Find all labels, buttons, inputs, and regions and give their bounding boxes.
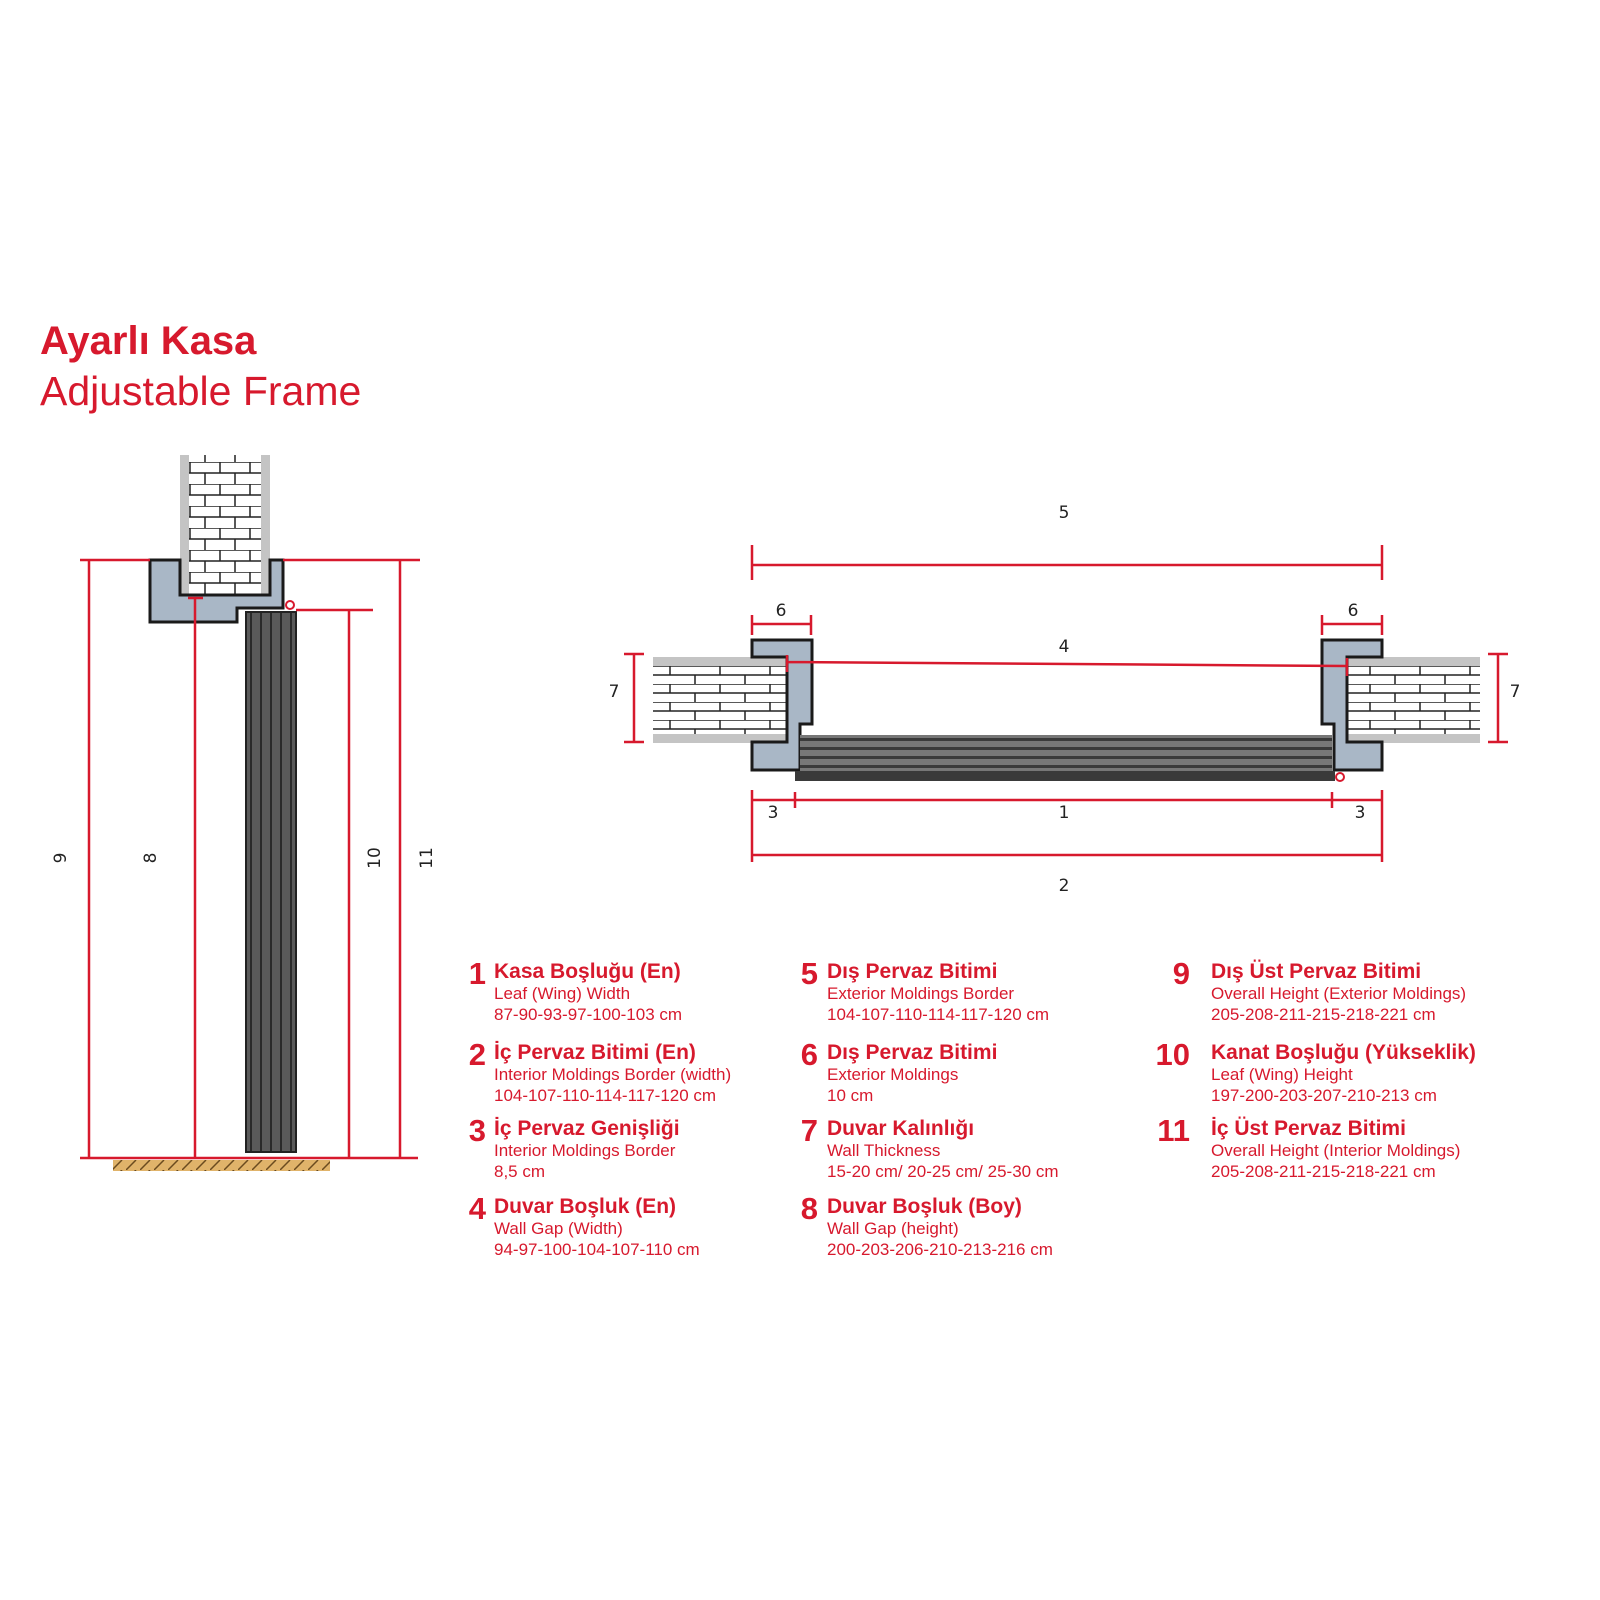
legend-number: 7 <box>801 1113 818 1148</box>
dim-label-4: 4 <box>1059 637 1070 657</box>
side-section-view: 9 8 10 11 <box>51 455 437 1171</box>
legend-value: 10 cm <box>827 1086 873 1105</box>
legend-number: 11 <box>1157 1113 1190 1148</box>
legend-number: 9 <box>1173 956 1190 991</box>
legend-number: 3 <box>469 1113 486 1148</box>
legend-value: 205-208-211-215-218-221 cm <box>1211 1005 1436 1024</box>
legend-english: Exterior Moldings <box>827 1065 958 1084</box>
floor <box>113 1160 330 1171</box>
legend-number: 4 <box>469 1191 487 1226</box>
frame-right <box>1320 638 1384 772</box>
frame-left <box>750 638 814 772</box>
dim-label-3-left: 3 <box>768 803 779 823</box>
legend-title: Kasa Boşluğu (En) <box>494 960 681 983</box>
legend-title: İç Pervaz Genişliği <box>494 1117 680 1140</box>
legend-english: Interior Moldings Border (width) <box>494 1065 731 1084</box>
legend-english: Wall Thickness <box>827 1141 940 1160</box>
dim-label-2: 2 <box>1059 876 1070 896</box>
dim-label-1: 1 <box>1059 803 1070 823</box>
dim-label-5: 5 <box>1059 503 1070 523</box>
dim-label-6-right: 6 <box>1348 601 1359 621</box>
legend-value: 15-20 cm/ 20-25 cm/ 25-30 cm <box>827 1162 1058 1181</box>
legend-english: Overall Height (Exterior Moldings) <box>1211 984 1466 1003</box>
legend-number: 1 <box>469 956 486 991</box>
legend-item: 4 Duvar Boşluk (En)Wall Gap (Width) 94-97-… <box>469 1191 700 1259</box>
plan-section-view: 5 6 6 4 7 7 3 1 3 2 <box>609 503 1521 896</box>
wall-brick <box>180 455 270 595</box>
legend-title: Dış Pervaz Bitimi <box>827 1041 997 1064</box>
door-leaf <box>245 611 297 1153</box>
legend-english: Leaf (Wing) Height <box>1211 1065 1353 1084</box>
legend-value: 104-107-110-114-117-120 cm <box>494 1086 716 1105</box>
legend-english: Leaf (Wing) Width <box>494 984 630 1003</box>
legend-english: Overall Height (Interior Moldings) <box>1211 1141 1460 1160</box>
legend-item: 10 Kanat Boşluğu (Yükseklik)Leaf (Wing) H… <box>1156 1037 1476 1105</box>
legend-number: 6 <box>801 1037 818 1072</box>
dim-label-3-right: 3 <box>1355 803 1366 823</box>
legend-title: Duvar Boşluk (En) <box>494 1195 676 1218</box>
legend-item: 1 Kasa Boşluğu (En)Leaf (Wing) Width 87-90… <box>469 956 682 1024</box>
dim-label-7-left: 7 <box>609 682 620 702</box>
dim-label-6-left: 6 <box>776 601 787 621</box>
legend-english: Interior Moldings Border <box>494 1141 676 1160</box>
legend-value: 94-97-100-104-107-110 cm <box>494 1240 700 1259</box>
legend-item: 2 İç Pervaz Bitimi (En)Interior Moldings … <box>469 1037 731 1105</box>
dim-label-11: 11 <box>417 847 437 869</box>
legend-title: Duvar Kalınlığı <box>827 1117 974 1140</box>
legend-number: 2 <box>469 1037 486 1072</box>
legend-value: 200-203-206-210-213-216 cm <box>827 1240 1053 1259</box>
dim-label-9: 9 <box>51 853 71 864</box>
legend-number: 5 <box>801 956 818 991</box>
legend-english: Wall Gap (Width) <box>494 1219 623 1238</box>
legend-value: 197-200-203-207-210-213 cm <box>1211 1086 1437 1105</box>
legend-item: 8 Duvar Boşluk (Boy)Wall Gap (height) 200-… <box>801 1191 1053 1259</box>
legend-english: Exterior Moldings Border <box>827 984 1014 1003</box>
legend: 1 Kasa Boşluğu (En)Leaf (Wing) Width 87-90… <box>469 956 1476 1259</box>
door-leaf-plan <box>800 735 1332 771</box>
dim-label-8: 8 <box>141 853 161 864</box>
legend-english: Wall Gap (height) <box>827 1219 959 1238</box>
legend-value: 87-90-93-97-100-103 cm <box>494 1005 682 1024</box>
legend-number: 10 <box>1156 1037 1190 1072</box>
legend-title: Dış Pervaz Bitimi <box>827 960 997 983</box>
page-subtitle: Adjustable Frame <box>40 368 361 414</box>
legend-number: 8 <box>801 1191 818 1226</box>
legend-title: Dış Üst Pervaz Bitimi <box>1211 960 1421 983</box>
legend-value: 104-107-110-114-117-120 cm <box>827 1005 1049 1024</box>
legend-value: 205-208-211-215-218-221 cm <box>1211 1162 1436 1181</box>
legend-title: Kanat Boşluğu (Yükseklik) <box>1211 1041 1476 1064</box>
legend-title: İç Üst Pervaz Bitimi <box>1211 1117 1406 1140</box>
dim-label-10: 10 <box>365 847 385 869</box>
page-title: Ayarlı Kasa <box>40 319 257 363</box>
legend-title: Duvar Boşluk (Boy) <box>827 1195 1022 1218</box>
legend-title: İç Pervaz Bitimi (En) <box>494 1041 696 1064</box>
dim-label-7-right: 7 <box>1510 682 1521 702</box>
legend-value: 8,5 cm <box>494 1162 545 1181</box>
